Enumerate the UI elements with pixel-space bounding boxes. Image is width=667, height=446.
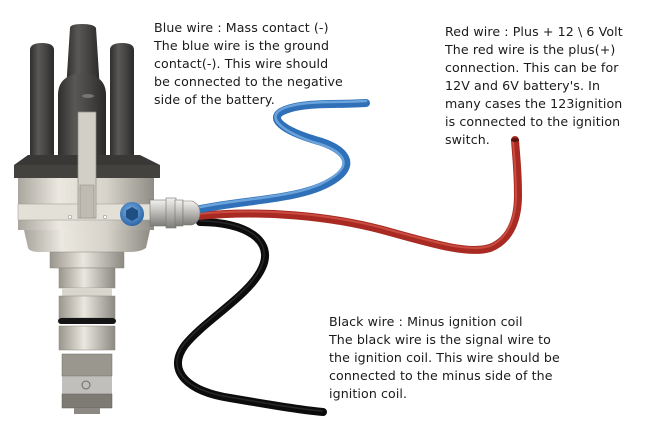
blue-wire-label: Blue wire : Mass contact (-) The blue wi… <box>154 19 343 109</box>
red-wire-label: Red wire : Plus + 12 \ 6 Volt The red wi… <box>445 23 623 149</box>
cable-gland <box>149 197 201 229</box>
red-wire-title: Red wire : Plus + 12 \ 6 Volt <box>445 24 623 39</box>
red-wire-desc-line: connection. This can be for <box>445 60 619 75</box>
red-wire-end <box>511 138 519 142</box>
black-wire-desc-line: the ignition coil. This wire should be <box>329 350 560 365</box>
black-wire-label: Black wire : Minus ignition coil The bla… <box>329 313 560 403</box>
black-wire <box>174 218 327 416</box>
blue-wire-desc-line: be connected to the negative <box>154 74 343 89</box>
red-wire-desc-line: The red wire is the plus(+) <box>445 42 616 57</box>
blue-wire-desc-line: side of the battery. <box>154 92 275 107</box>
black-wire-desc-line: connected to the minus side of the <box>329 368 553 383</box>
black-wire-title: Black wire : Minus ignition coil <box>329 314 523 329</box>
blue-bolt <box>120 202 144 226</box>
blue-wire-title: Blue wire : Mass contact (-) <box>154 20 329 35</box>
black-wire-desc-line: ignition coil. <box>329 386 408 401</box>
red-wire-desc-line: 12V and 6V battery's. In <box>445 78 601 93</box>
blue-wire <box>192 99 370 214</box>
black-wire-desc-line: The black wire is the signal wire to <box>329 332 551 347</box>
red-wire-desc-line: many cases the 123ignition <box>445 96 623 111</box>
o-ring <box>58 318 116 324</box>
red-wire <box>194 136 523 254</box>
red-wire-desc-line: is connected to the ignition <box>445 114 621 129</box>
blue-wire-desc-line: The blue wire is the ground <box>154 38 330 53</box>
red-wire-desc-line: switch. <box>445 132 490 147</box>
distributor-shaft <box>49 251 125 414</box>
blue-wire-desc-line: contact(-). This wire should <box>154 56 329 71</box>
distributor <box>14 24 201 414</box>
